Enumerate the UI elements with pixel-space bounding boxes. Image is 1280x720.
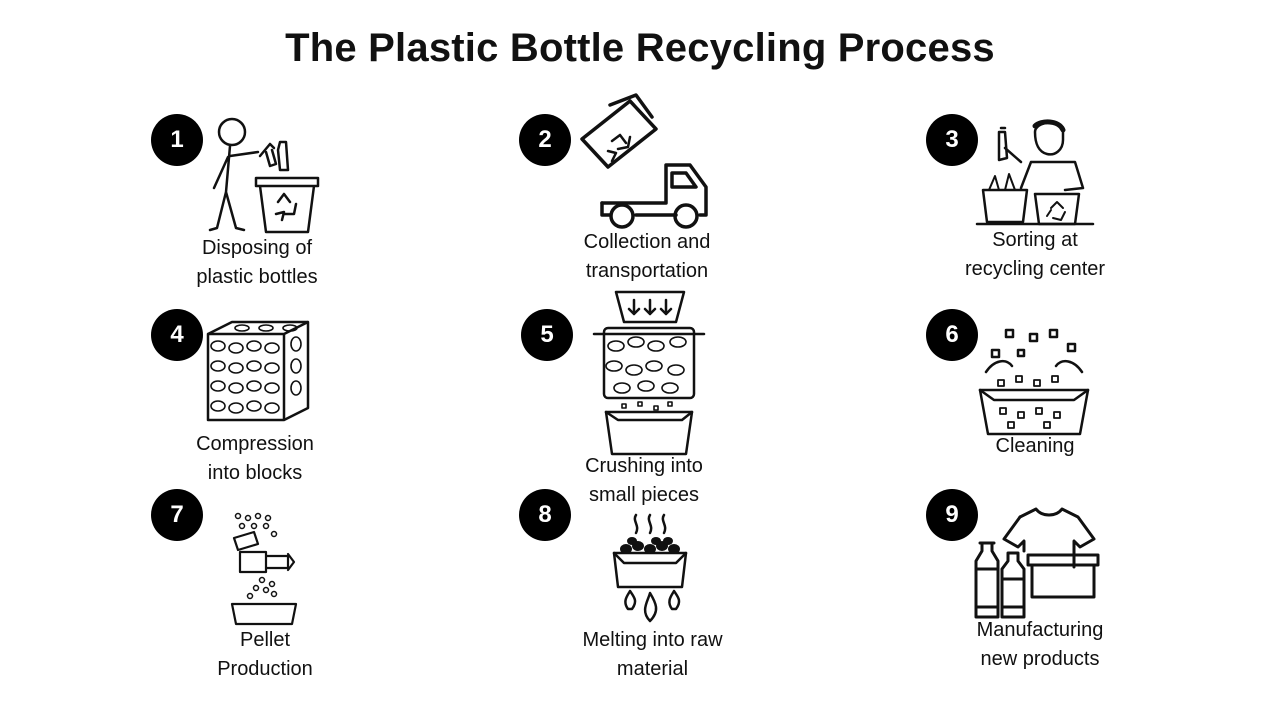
step-caption: Cleaning	[995, 435, 1075, 457]
step-number-badge: 8	[519, 489, 571, 541]
compressed-bottle-block-icon	[204, 320, 312, 424]
step-number-badge: 6	[926, 309, 978, 361]
step-number-badge: 4	[151, 309, 203, 361]
cleaning-tub-icon	[978, 328, 1090, 438]
step-number-badge: 9	[926, 489, 978, 541]
melting-tray-icon	[610, 513, 690, 625]
crusher-icon	[592, 290, 707, 460]
new-products-icon	[974, 507, 1102, 621]
step-number-badge: 5	[521, 309, 573, 361]
page-title: The Plastic Bottle Recycling Process	[285, 26, 995, 70]
step-number-badge: 2	[519, 114, 571, 166]
step-number-badge: 1	[151, 114, 203, 166]
person-disposing-bottle-icon	[200, 112, 330, 237]
step-number-badge: 3	[926, 114, 978, 166]
recycling-truck-icon	[580, 93, 715, 230]
step-number-badge: 7	[151, 489, 203, 541]
pellet-machine-icon	[228, 512, 303, 627]
person-sorting-icon	[975, 118, 1095, 230]
